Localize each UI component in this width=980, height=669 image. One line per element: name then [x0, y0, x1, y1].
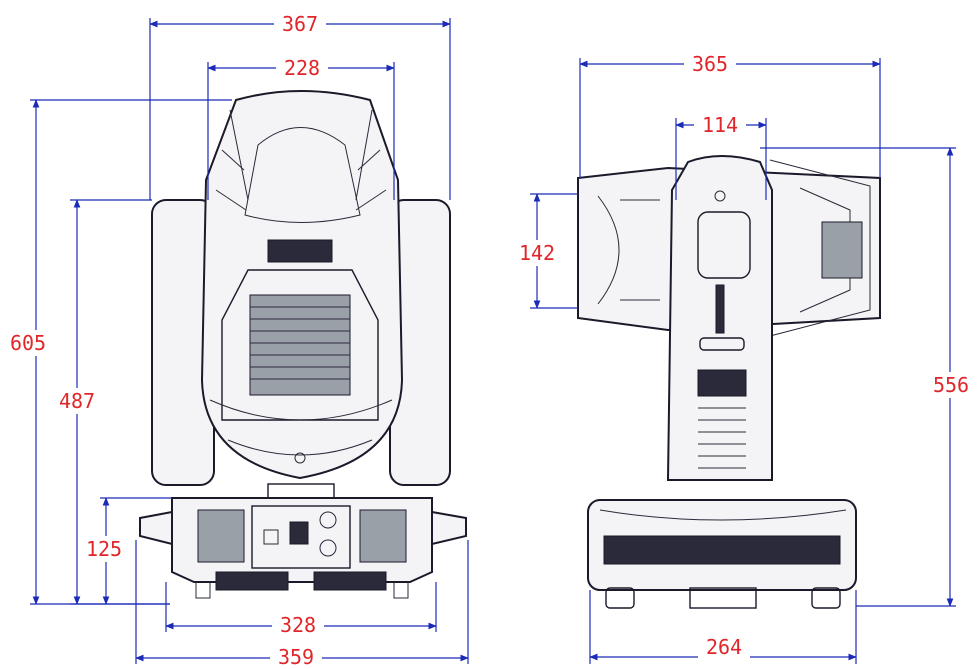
dim-side-total-width: 365 — [692, 52, 728, 76]
front-view — [139, 90, 467, 599]
front-base-right-handle — [431, 510, 467, 546]
dim-front-arm-height: 487 — [59, 389, 95, 413]
front-base-left-handle — [139, 510, 173, 546]
front-base-foot-vent-right — [313, 571, 387, 591]
dim-front-base-height: 125 — [86, 537, 122, 561]
front-base-foot-vent-left — [215, 571, 289, 591]
front-base-dmx-in — [319, 511, 337, 529]
side-base-foot-left — [605, 587, 635, 609]
side-yoke-pivot — [714, 190, 726, 202]
side-head-rear-vent — [821, 221, 863, 279]
front-head-ribs — [215, 109, 387, 211]
front-base-panel — [251, 505, 351, 569]
front-head-lower-curve — [209, 399, 393, 456]
side-view — [577, 155, 881, 609]
front-head-logo-dot — [294, 452, 306, 464]
front-base-right-vent — [359, 509, 407, 563]
side-base-connector — [689, 587, 757, 609]
dim-front-total-height: 605 — [10, 331, 46, 355]
side-yoke-window — [697, 211, 751, 279]
side-base-foot-right — [811, 587, 841, 609]
dim-side-base-width: 264 — [706, 635, 742, 659]
front-head-top-window — [244, 127, 361, 223]
front-head-vent-top — [267, 239, 333, 263]
front-head-grille-slats — [250, 306, 350, 380]
dim-side-yoke-width: 114 — [702, 113, 738, 137]
side-yoke-handle — [699, 337, 745, 351]
dim-front-base-inner-width: 328 — [280, 613, 316, 637]
front-base-dmx-out — [319, 539, 337, 557]
dim-front-total-width: 367 — [282, 12, 318, 36]
front-base-left-vent — [197, 509, 245, 563]
side-base-vent — [603, 535, 841, 565]
front-neck — [267, 483, 335, 499]
front-dimensions: 367 228 605 487 125 328 3 — [4, 11, 469, 669]
side-yoke-label — [715, 284, 725, 334]
front-base-display — [263, 529, 279, 545]
front-base-feet — [195, 582, 409, 599]
side-base-top-curve — [599, 509, 847, 521]
dim-side-total-height: 556 — [933, 373, 969, 397]
side-yoke-vent — [697, 369, 747, 397]
dim-front-inner-width: 228 — [284, 56, 320, 80]
front-head-lens-frame — [221, 269, 379, 421]
front-head-grille — [249, 294, 351, 396]
side-head-lens — [597, 195, 660, 305]
side-yoke-ribs — [698, 407, 746, 469]
dim-front-base-total-width: 359 — [278, 645, 314, 669]
front-base-power-socket — [289, 521, 309, 545]
side-dimensions: 365 114 142 556 264 — [512, 51, 978, 664]
dim-side-head-height: 142 — [519, 241, 555, 265]
